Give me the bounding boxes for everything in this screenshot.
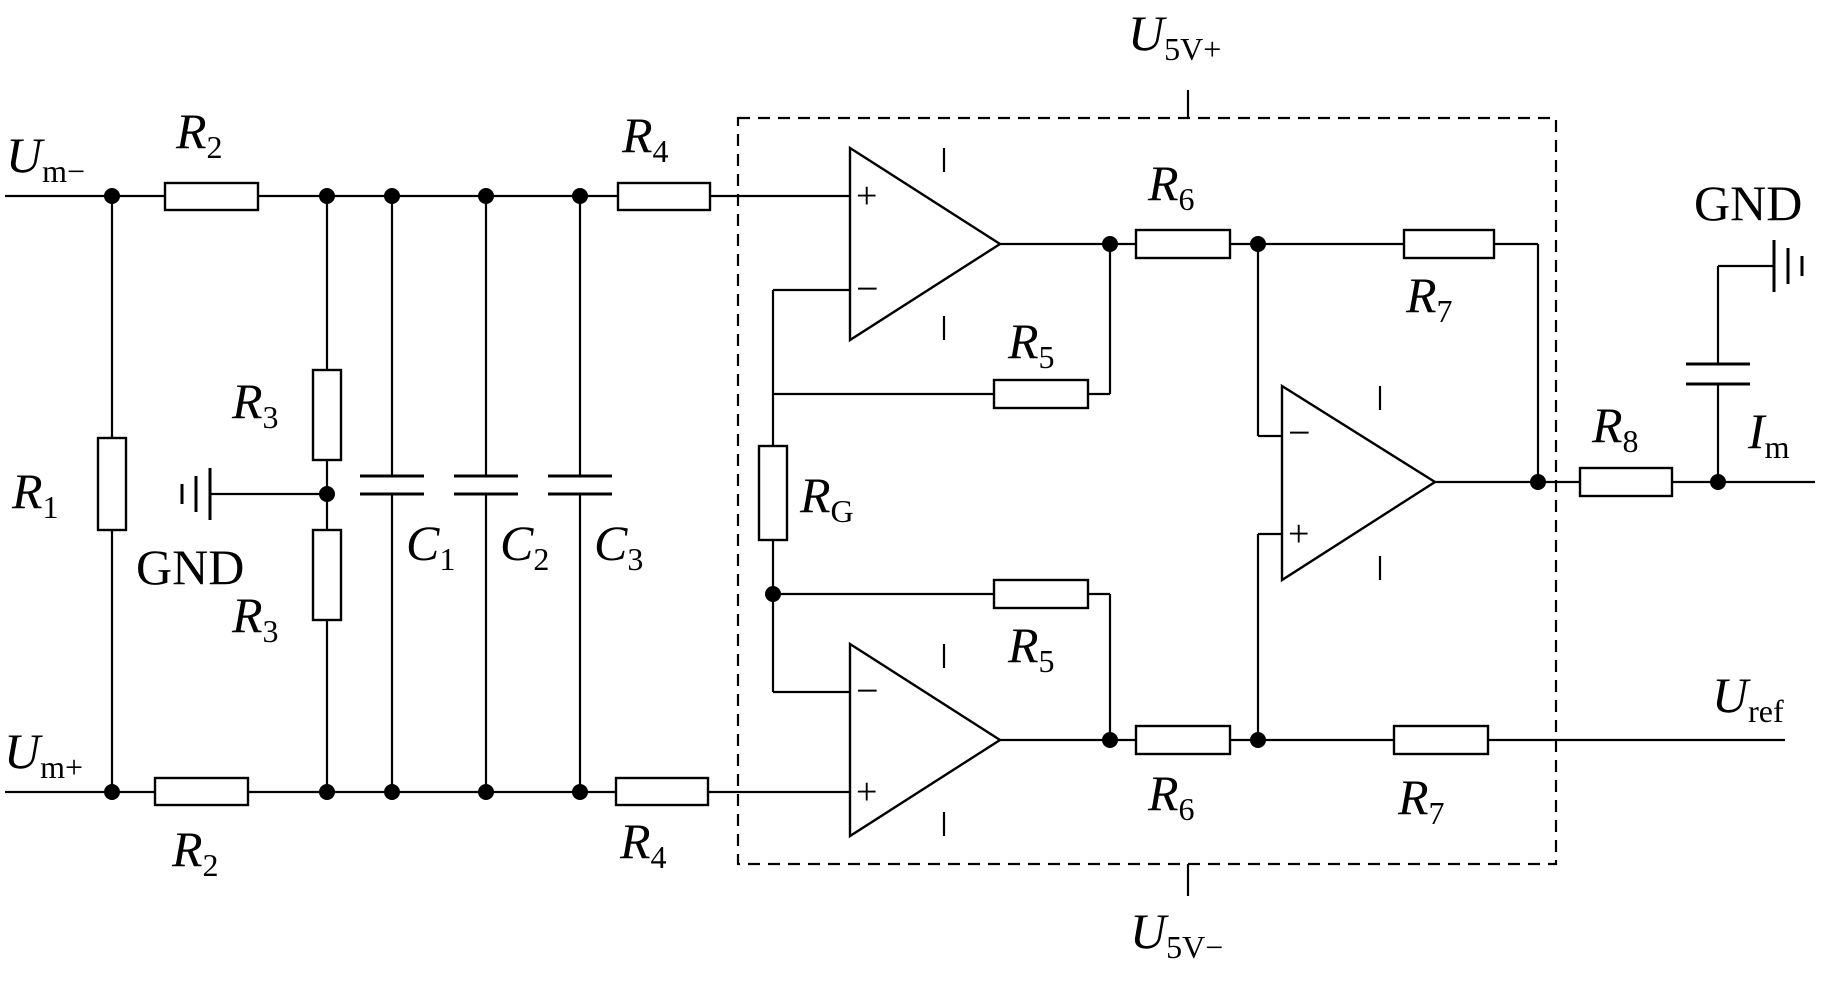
- label-c2: C2: [500, 515, 549, 577]
- opamp-a3: − +: [1280, 383, 1438, 583]
- ground-right-icon: [1772, 240, 1804, 292]
- resistor-r7-bottom: [1392, 724, 1490, 756]
- opamp-a2: − +: [848, 641, 1003, 839]
- label-uref: Uref: [1712, 667, 1784, 729]
- resistor-rg: [757, 444, 789, 542]
- resistor-r3-top: [311, 368, 343, 462]
- resistor-r4-bottom: [614, 776, 710, 807]
- resistor-r6-bottom: [1134, 724, 1232, 756]
- label-r6-bottom: R6: [1147, 765, 1195, 827]
- label-gnd-left: GND: [136, 539, 244, 595]
- label-im: Im: [1747, 403, 1790, 465]
- label-r4-bottom: R4: [619, 813, 667, 875]
- capacitor-output: [1686, 362, 1750, 386]
- label-um-plus: Um+: [4, 723, 83, 785]
- resistor-r7-top: [1402, 228, 1496, 260]
- capacitor-c1: [360, 474, 424, 496]
- label-u5v-plus: U5V+: [1128, 5, 1221, 67]
- label-r5-bottom: R5: [1007, 617, 1055, 679]
- resistor-r6-top: [1134, 228, 1232, 260]
- label-r4-top: R4: [621, 107, 669, 169]
- resistor-r1: [96, 436, 128, 532]
- label-r7-top: R7: [1405, 267, 1453, 329]
- capacitor-c3: [548, 474, 612, 496]
- opamp-a1-minus-symbol: −: [856, 266, 879, 311]
- label-u5v-minus: U5V−: [1130, 903, 1223, 965]
- label-r2-top: R2: [175, 103, 223, 165]
- label-r3-top: R3: [231, 373, 279, 435]
- opamp-a3-minus-symbol: −: [1288, 410, 1311, 455]
- opamp-a2-minus-symbol: −: [856, 668, 879, 713]
- resistor-r8: [1578, 466, 1674, 498]
- ground-left-icon: [180, 468, 212, 520]
- resistor-r4-top: [616, 181, 712, 212]
- label-r6-top: R6: [1147, 155, 1195, 217]
- capacitors: [360, 362, 1750, 496]
- label-rg: RG: [799, 467, 854, 529]
- label-r7-bottom: R7: [1397, 769, 1445, 831]
- label-r5-top: R5: [1007, 313, 1055, 375]
- labels: Um− Um+ R2 R2 R1 R3 R3 GND C1 C2 C3: [4, 5, 1802, 965]
- label-r8: R8: [1591, 397, 1639, 459]
- resistor-r3-bottom: [311, 528, 343, 622]
- label-r2-bottom: R2: [171, 821, 219, 883]
- resistors: [96, 181, 1674, 807]
- resistor-r2-top: [163, 181, 260, 212]
- label-r1: R1: [11, 463, 59, 525]
- label-um-minus: Um−: [6, 127, 85, 189]
- label-c3: C3: [594, 515, 643, 577]
- resistor-r5-bottom: [992, 578, 1090, 610]
- resistor-r5-top: [992, 378, 1090, 410]
- opamp-a1: + −: [848, 145, 1003, 343]
- label-c1: C1: [406, 515, 455, 577]
- opamp-a3-plus-symbol: +: [1288, 513, 1309, 555]
- opamp-a1-plus-symbol: +: [856, 175, 877, 217]
- capacitor-c2: [454, 474, 518, 496]
- resistor-r2-bottom: [153, 776, 250, 807]
- junction-dots: [104, 188, 1726, 800]
- inamp-enclosure: [736, 116, 1558, 866]
- label-gnd-right: GND: [1694, 175, 1802, 231]
- opamp-a2-plus-symbol: +: [856, 771, 877, 813]
- label-r3-bottom: R3: [231, 587, 279, 649]
